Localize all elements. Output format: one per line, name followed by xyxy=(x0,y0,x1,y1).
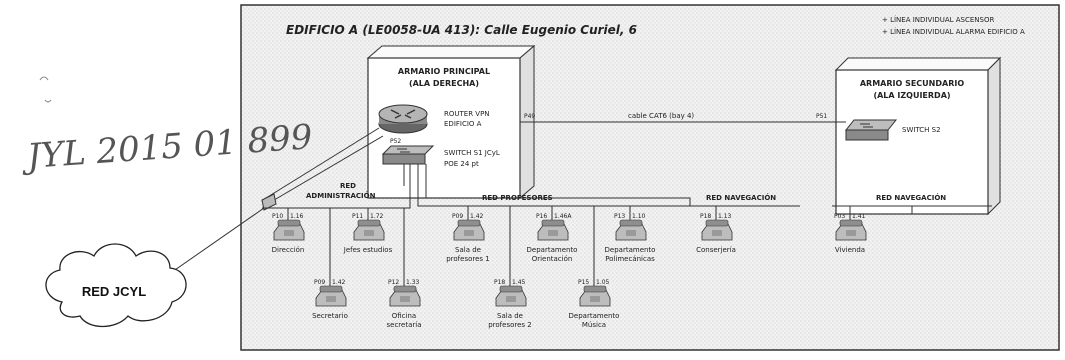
phone-ip: 1.45 xyxy=(512,279,526,286)
phone-label: Oficina xyxy=(392,312,416,320)
cloud-icon xyxy=(45,243,187,328)
main-cabinet-title-2: (ALA DERECHA) xyxy=(409,79,479,88)
phone-icon xyxy=(615,219,647,241)
phone-port: P16 xyxy=(536,213,547,220)
port-sec-label: P51 xyxy=(816,113,827,120)
switch-s1-label-2: POE 24 pt xyxy=(444,160,479,168)
router-label-1: ROUTER VPN xyxy=(444,110,490,118)
phone-ip: 1.05 xyxy=(596,279,610,286)
phone-label: Departamento xyxy=(527,246,578,254)
phone-icon xyxy=(701,219,733,241)
phone-icon xyxy=(353,219,385,241)
phone-icon xyxy=(315,285,347,307)
router-link-line xyxy=(265,127,380,199)
phone-ip: 1.46A xyxy=(554,213,572,220)
phone-label: Dirección xyxy=(272,246,305,254)
phone-port: P12 xyxy=(388,279,399,286)
phone-ip: 1.72 xyxy=(370,213,384,220)
phone-label: Conserjería xyxy=(696,246,736,254)
phone-ip: 1.16 xyxy=(290,213,304,220)
net-nav2-label: RED NAVEGACIÓN xyxy=(876,193,946,202)
main-cabinet-title-1: ARMARIO PRINCIPAL xyxy=(398,67,490,76)
phone-icon xyxy=(835,219,867,241)
phone-icon xyxy=(495,285,527,307)
phone-ip: 1.42 xyxy=(470,213,484,220)
secondary-cabinet-title-2: (ALA IZQUIERDA) xyxy=(873,91,950,100)
cloud-link-line xyxy=(171,207,265,273)
switch-s1-icon xyxy=(381,145,435,165)
wall-connector-icon xyxy=(261,193,277,211)
phone-label: secretaría xyxy=(387,321,422,329)
phone-label: Orientación xyxy=(532,255,573,263)
phone-port: P09 xyxy=(314,279,325,286)
phone-label: Polimecánicas xyxy=(605,255,655,263)
phone-icon xyxy=(537,219,569,241)
net-nav1-label: RED NAVEGACIÓN xyxy=(706,193,776,202)
switch-s2-icon xyxy=(844,119,898,141)
legend-line-1: + LÍNEA INDIVIDUAL ASCENSOR xyxy=(882,15,994,24)
phone-icon xyxy=(389,285,421,307)
port-main-label: P49 xyxy=(524,113,535,120)
cloud-label: RED JCYL xyxy=(82,284,146,299)
switch-s1-label-1: SWITCH S1 JCyL xyxy=(444,149,500,157)
cable-label: cable CAT6 (bay 4) xyxy=(628,112,694,120)
phone-label: Departamento xyxy=(605,246,656,254)
phone-label: profesores 2 xyxy=(488,321,532,329)
phone-port: P18 xyxy=(700,213,711,220)
phone-label: Secretario xyxy=(312,312,348,320)
phone-ip: 1.10 xyxy=(632,213,646,220)
legend-line-2: + LÍNEA INDIVIDUAL ALARMA EDIFICIO A xyxy=(882,27,1025,36)
phone-icon xyxy=(273,219,305,241)
phone-ip: 1.42 xyxy=(332,279,346,286)
router-port-label: P52 xyxy=(390,138,401,145)
net-admin-label-2: ADMINISTRACIÓN xyxy=(306,191,376,200)
phone-port: P18 xyxy=(494,279,505,286)
phone-label: Sala de xyxy=(455,246,481,254)
phone-port: P13 xyxy=(614,213,625,220)
phone-port: P09 xyxy=(452,213,463,220)
net-profesores-label: RED PROFESORES xyxy=(482,194,553,202)
phone-ip: 1.41 xyxy=(852,213,866,220)
phone-label: profesores 1 xyxy=(446,255,490,263)
phone-port: P11 xyxy=(352,213,363,220)
phone-port: P10 xyxy=(272,213,283,220)
secondary-cabinet-title-1: ARMARIO SECUNDARIO xyxy=(860,79,964,88)
phone-port: P15 xyxy=(578,279,589,286)
router-icon xyxy=(378,104,428,134)
diagram-title: EDIFICIO A (LE0058-UA 413): Calle Eugeni… xyxy=(286,23,637,37)
phone-ip: 1.33 xyxy=(406,279,420,286)
handwriting-marks xyxy=(39,76,52,103)
phone-port: P03 xyxy=(834,213,845,220)
switch-s2-label: SWITCH S2 xyxy=(902,126,941,134)
network-bus xyxy=(262,164,992,290)
router-link-line-2 xyxy=(263,135,384,207)
phone-icon xyxy=(579,285,611,307)
router-label-2: EDIFICIO A xyxy=(444,120,482,128)
phone-label: Vivienda xyxy=(835,246,865,254)
phone-ip: 1.13 xyxy=(718,213,732,220)
phone-label: Sala de xyxy=(497,312,523,320)
phone-label: Música xyxy=(582,321,606,329)
phone-label: Departamento xyxy=(569,312,620,320)
phone-label: Jefes estudios xyxy=(343,246,393,254)
net-admin-label-1: RED xyxy=(340,182,356,190)
phone-icon xyxy=(453,219,485,241)
secondary-cabinet: ARMARIO SECUNDARIO (ALA IZQUIERDA) xyxy=(834,56,1002,216)
